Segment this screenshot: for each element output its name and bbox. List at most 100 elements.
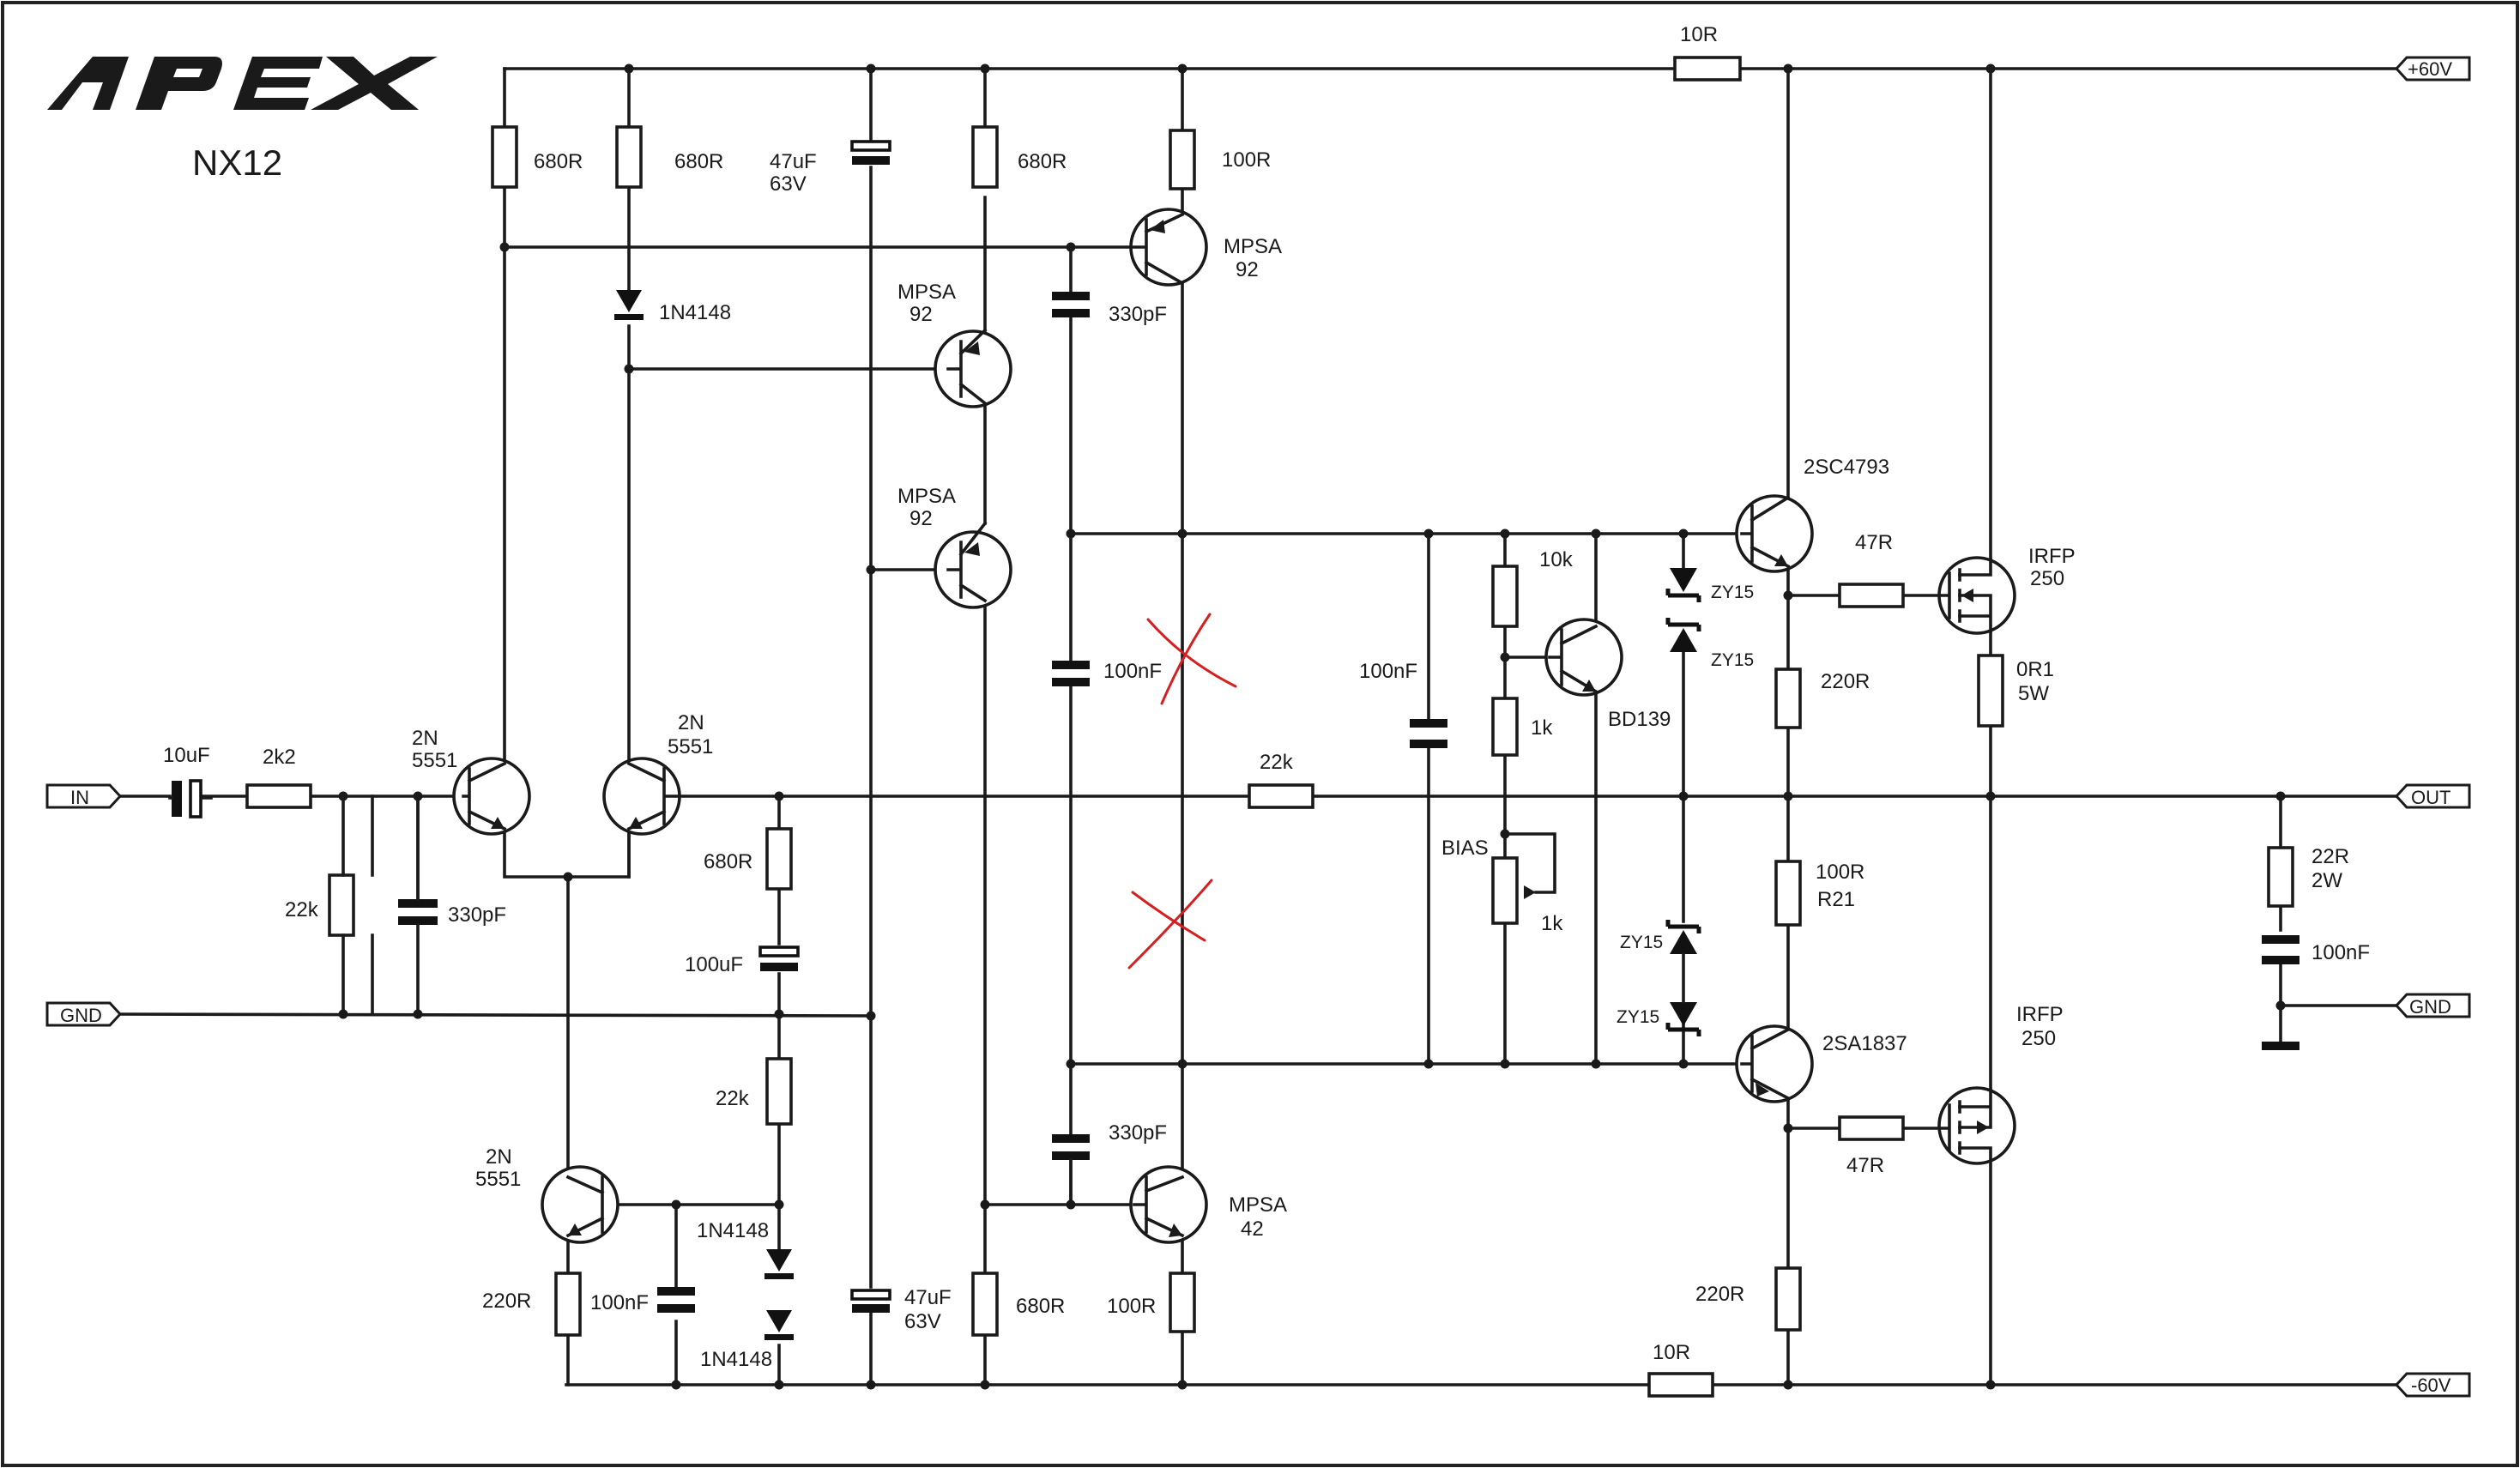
label-2sa1837: 2SA1837 bbox=[1822, 1032, 1907, 1055]
label-47R-top: 47R bbox=[1855, 531, 1893, 554]
label-2n5551-a-b: 5551 bbox=[412, 749, 457, 772]
diodes bbox=[614, 290, 1701, 1340]
label-63V-top: 63V bbox=[770, 172, 807, 196]
label-22k-low: 22k bbox=[716, 1087, 750, 1110]
label-mpsa42-b: 42 bbox=[1241, 1217, 1264, 1241]
label-22k-input: 22k bbox=[285, 898, 319, 921]
resistor-100R-R21 bbox=[1774, 860, 1802, 927]
label-zy15-d: ZY15 bbox=[1617, 1007, 1659, 1027]
label-100nF-mid: 100nF bbox=[1103, 660, 1162, 683]
resistor-220R-top bbox=[1774, 668, 1802, 729]
transistor-2n5551-b bbox=[602, 757, 681, 836]
label-47uF-bottom: 47uF bbox=[904, 1286, 952, 1309]
transistor-bd139 bbox=[1544, 618, 1623, 697]
label-0R1: 0R1 bbox=[2016, 658, 2054, 681]
label-pot-1k: 1k bbox=[1541, 912, 1563, 935]
junction-dots bbox=[338, 63, 2286, 1390]
terminal-in-label: IN bbox=[70, 787, 89, 808]
resistor-680R-c bbox=[971, 125, 999, 189]
label-330pF-input: 330pF bbox=[448, 903, 506, 927]
terminal-in bbox=[45, 783, 123, 809]
label-mpsa92-top-a: MPSA bbox=[1224, 235, 1282, 258]
label-irfp-bot-b: 250 bbox=[2021, 1027, 2056, 1050]
resistors bbox=[245, 56, 2294, 1398]
transistor-2sa1837 bbox=[1735, 1024, 1814, 1103]
model-label: NX12 bbox=[192, 142, 282, 183]
terminals: IN GND +60V OUT GND -60V bbox=[45, 56, 2471, 1398]
resistor-680R-low bbox=[971, 1272, 999, 1337]
resistor-220R-low bbox=[554, 1272, 582, 1337]
label-680R-c: 680R bbox=[1018, 150, 1067, 173]
terminal-plus60 bbox=[2394, 56, 2471, 82]
label-R21: R21 bbox=[1817, 888, 1855, 911]
label-680R-b: 680R bbox=[674, 150, 723, 173]
label-100uF: 100uF bbox=[685, 953, 743, 976]
label-1n4148-b: 1N4148 bbox=[700, 1348, 772, 1371]
label-2sc4793: 2SC4793 bbox=[1804, 456, 1889, 479]
label-220R-bottom: 220R bbox=[1695, 1283, 1744, 1306]
resistor-680R-a bbox=[491, 125, 518, 189]
label-1n4148-a: 1N4148 bbox=[697, 1219, 769, 1242]
label-2n5551-a-a: 2N bbox=[412, 727, 438, 750]
resistor-22k-input bbox=[328, 873, 355, 937]
capacitors bbox=[172, 140, 2299, 1313]
label-100R-R21: 100R bbox=[1816, 861, 1864, 884]
label-680R-a: 680R bbox=[534, 150, 583, 173]
label-mpsa92-mid-b: 92 bbox=[909, 303, 933, 326]
pot-wiper-arrow bbox=[1524, 885, 1536, 899]
resistor-22k-low bbox=[765, 1057, 793, 1126]
label-10R-top: 10R bbox=[1680, 23, 1718, 46]
label-330pF-bottom: 330pF bbox=[1109, 1121, 1167, 1145]
label-22R: 22R bbox=[2312, 845, 2349, 868]
resistor-100R-top bbox=[1169, 129, 1196, 190]
terminal-minus60 bbox=[2394, 1372, 2471, 1398]
label-irfp-top-a: IRFP bbox=[2028, 545, 2076, 568]
label-47uF-top: 47uF bbox=[770, 150, 817, 173]
resistor-0R1 bbox=[1977, 654, 2004, 728]
terminal-out bbox=[2394, 783, 2471, 809]
label-2k2: 2k2 bbox=[263, 746, 296, 769]
label-2n5551-b-b: 5551 bbox=[668, 735, 713, 758]
component-labels: 10R 10R 680R 680R 47uF 63V 680R 100R MPS… bbox=[163, 23, 2370, 1371]
label-2n5551-c-a: 2N bbox=[486, 1145, 512, 1169]
mosfet-irfp250-bottom bbox=[1937, 1086, 2016, 1165]
label-100nF-zobel: 100nF bbox=[2312, 941, 2370, 964]
label-330pF-top: 330pF bbox=[1109, 303, 1167, 326]
label-5W: 5W bbox=[2018, 682, 2049, 705]
terminal-gnd-right bbox=[2394, 993, 2471, 1018]
resistor-22k-feedback bbox=[1248, 783, 1314, 809]
transistor-mpsa92-mid bbox=[934, 328, 1012, 408]
label-zy15-b: ZY15 bbox=[1711, 650, 1754, 670]
label-mpsa92-mid-a: MPSA bbox=[897, 281, 956, 304]
resistor-10R-bottom bbox=[1647, 1372, 1714, 1398]
label-irfp-top-b: 250 bbox=[2030, 567, 2064, 590]
resistor-220R-bottom bbox=[1774, 1266, 1802, 1332]
potentiometer-bias bbox=[1491, 856, 1519, 925]
apex-logo bbox=[47, 57, 438, 110]
resistor-47R-bottom bbox=[1838, 1115, 1905, 1141]
label-680R-feedback: 680R bbox=[704, 850, 752, 873]
label-1k: 1k bbox=[1531, 716, 1553, 740]
label-22k-feedback: 22k bbox=[1260, 751, 1294, 774]
label-47R-bottom: 47R bbox=[1846, 1154, 1884, 1177]
resistor-47R-top bbox=[1838, 583, 1905, 608]
resistor-22R bbox=[2267, 846, 2294, 908]
label-63V-bottom: 63V bbox=[904, 1310, 941, 1333]
resistor-10k bbox=[1491, 565, 1519, 628]
label-100R-top: 100R bbox=[1222, 148, 1271, 172]
rail-negative-label: -60V bbox=[2411, 1374, 2451, 1396]
label-100nF-low: 100nF bbox=[590, 1291, 649, 1314]
label-bd139: BD139 bbox=[1608, 708, 1671, 731]
label-2W: 2W bbox=[2312, 869, 2342, 892]
label-10R-bottom: 10R bbox=[1653, 1341, 1690, 1364]
terminal-out-label: OUT bbox=[2411, 787, 2451, 808]
label-mpsa92-low-a: MPSA bbox=[897, 485, 956, 508]
label-mpsa92-low-b: 92 bbox=[909, 507, 933, 530]
label-10k: 10k bbox=[1539, 548, 1574, 571]
terminal-gnd-right-label: GND bbox=[2409, 996, 2451, 1018]
terminal-gnd-left-label: GND bbox=[60, 1005, 102, 1026]
removed-link-marks bbox=[1127, 613, 1237, 970]
label-220R-top: 220R bbox=[1821, 670, 1870, 693]
transistor-mpsa92-low bbox=[934, 521, 1012, 609]
